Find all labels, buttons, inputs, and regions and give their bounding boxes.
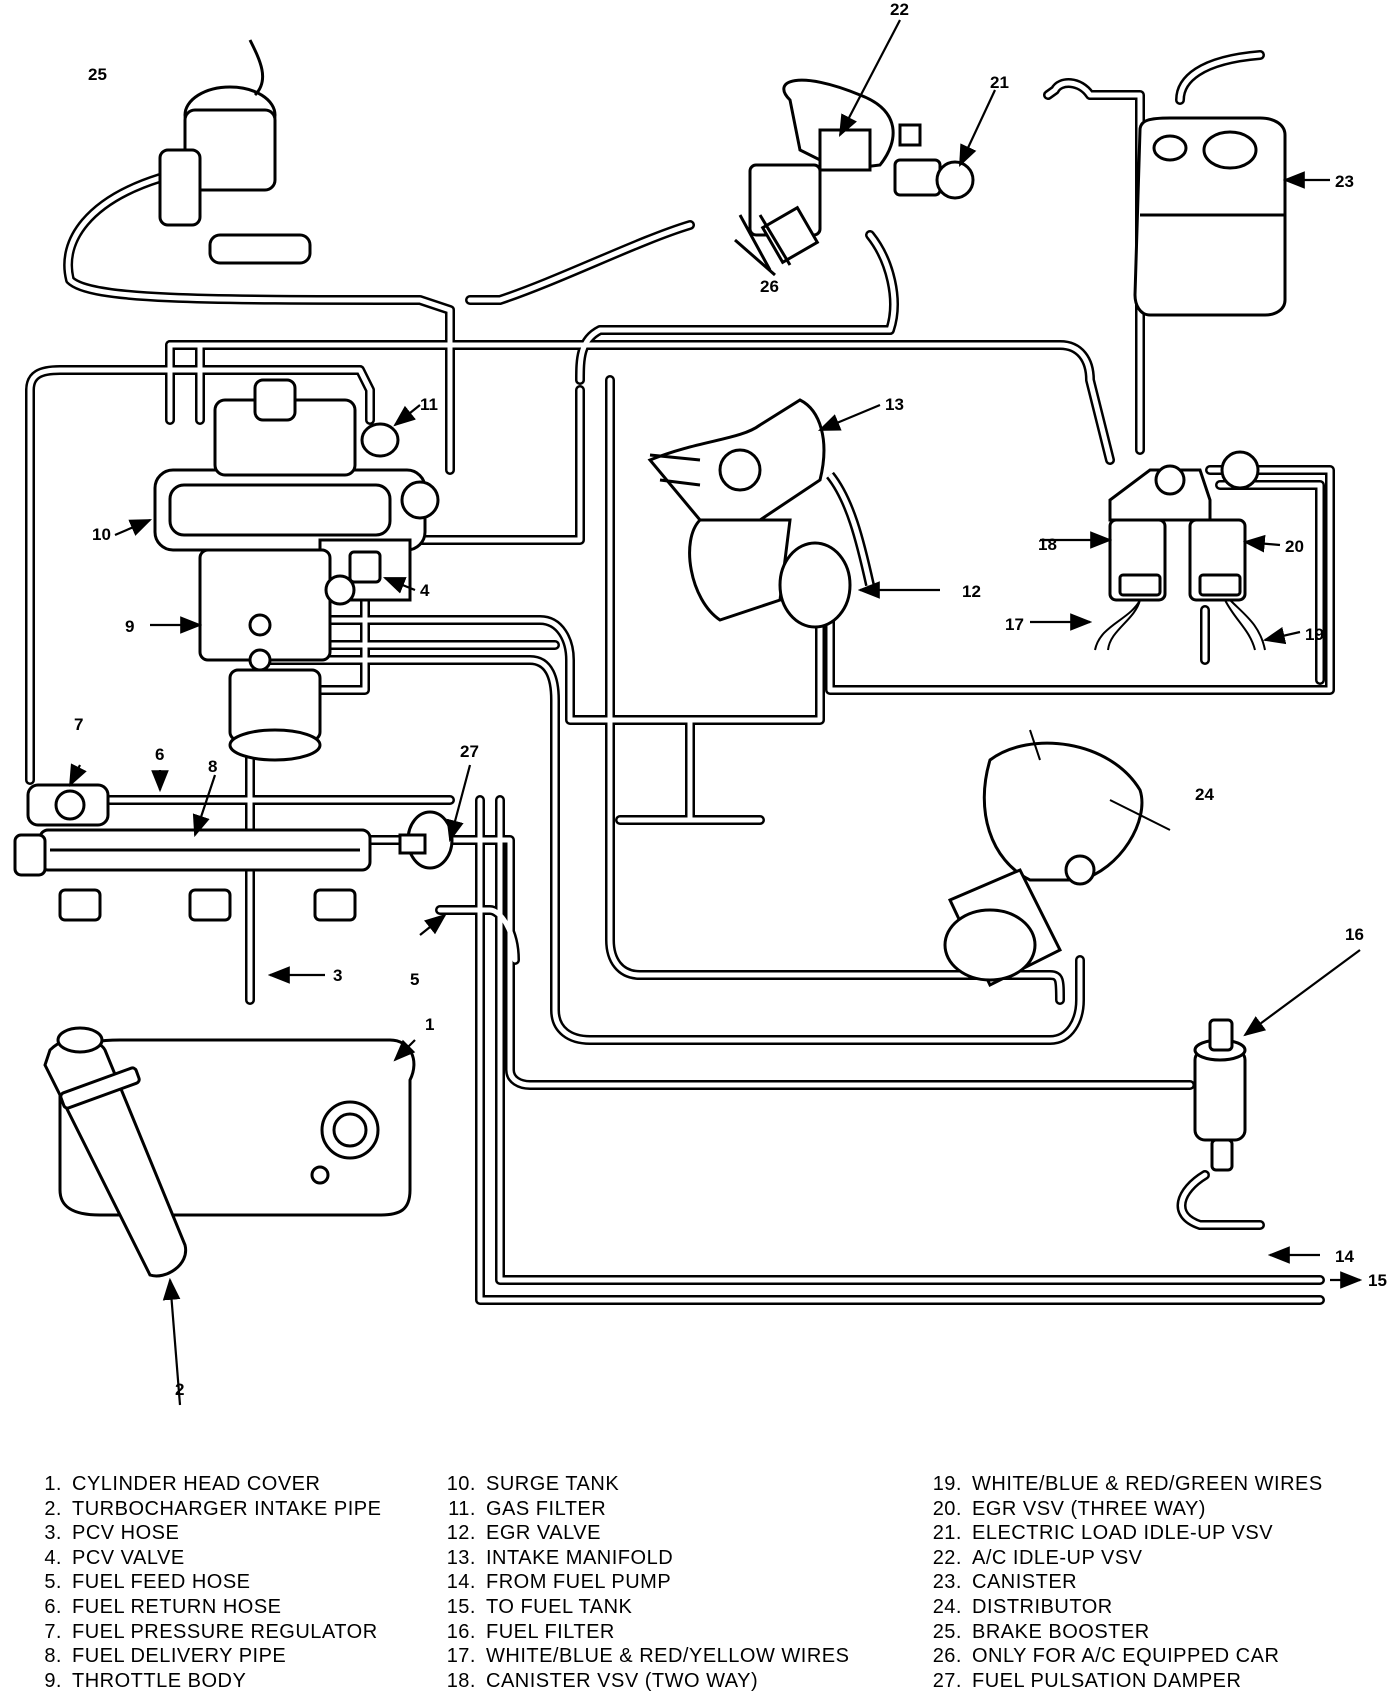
intake-manifold [647, 398, 826, 622]
callout-21: 21 [990, 73, 1009, 92]
legend-item: 26.ONLY FOR A/C EQUIPPED CAR [932, 1645, 1280, 1668]
callout-15: 15 [1368, 1271, 1387, 1290]
callout-18: 18 [1038, 535, 1057, 554]
callout-25: 25 [88, 65, 107, 84]
legend-column-2: 10.SURGE TANK 11.GAS FILTER 12.EGR VALVE… [436, 1472, 849, 1693]
callout-22: 22 [890, 0, 909, 19]
callout-26: 26 [760, 277, 779, 296]
gas-filter [360, 422, 400, 458]
callout-27: 27 [460, 742, 479, 761]
vacuum-hose-diagram: 1 2 3 4 5 6 7 8 9 10 11 12 13 14 15 16 1… [13, 0, 1387, 1406]
callout-2: 2 [175, 1380, 184, 1399]
fuel-pulsation-damper [398, 810, 454, 870]
legend-item: 5.FUEL FEED HOSE [44, 1571, 251, 1594]
callout-24: 24 [1195, 785, 1214, 804]
legend-item: 17.WHITE/BLUE & RED/YELLOW WIRES [446, 1645, 850, 1668]
legend-item: 2.TURBOCHARGER INTAKE PIPE [44, 1497, 382, 1520]
legend-item: 11.GAS FILTER [448, 1497, 607, 1520]
egr-valve [778, 471, 875, 629]
callout-4: 4 [420, 581, 430, 600]
fuel-pressure-regulator [26, 783, 110, 827]
canister-vsv [1094, 518, 1167, 651]
legend-item: 16.FUEL FILTER [446, 1620, 615, 1643]
legend-item: 23.CANISTER [932, 1571, 1078, 1594]
legend-item: 21.ELECTRIC LOAD IDLE-UP VSV [932, 1522, 1274, 1545]
legend-item: 3.PCV HOSE [44, 1522, 180, 1545]
callout-23: 23 [1335, 172, 1354, 191]
callout-7: 7 [74, 715, 83, 734]
egr-vsv [1188, 518, 1266, 651]
pcv-valve [348, 550, 382, 584]
legend-item: 27.FUEL PULSATION DAMPER [932, 1669, 1242, 1692]
vsv-bracket [1108, 450, 1260, 522]
legend-item: 8.FUEL DELIVERY PIPE [44, 1645, 287, 1668]
fuel-injectors [58, 888, 357, 922]
legend-column-3: 19.WHITE/BLUE & RED/GREEN WIRES 20.EGR V… [922, 1472, 1323, 1693]
callout-labels: 1 2 3 4 5 6 7 8 9 10 11 12 13 14 15 16 1… [74, 0, 1387, 1399]
callout-8: 8 [208, 757, 217, 776]
legend-item: 4.PCV VALVE [44, 1546, 185, 1569]
legend-item: 24.DISTRIBUTOR [932, 1595, 1113, 1618]
electric-load-idle-up-vsv [893, 123, 975, 200]
legend-item: 10.SURGE TANK [446, 1473, 620, 1495]
callout-13: 13 [885, 395, 904, 414]
legend-item: 13.INTAKE MANIFOLD [446, 1546, 674, 1569]
callout-10: 10 [92, 525, 111, 544]
legend-item: 19.WHITE/BLUE & RED/GREEN WIRES [932, 1473, 1323, 1495]
legend-item: 15.TO FUEL TANK [446, 1595, 633, 1618]
callout-leaders [69, 19, 1363, 1406]
ac-idle-up-vsv [748, 78, 895, 265]
legend-item: 12.EGR VALVE [446, 1522, 601, 1545]
throttle-body [198, 548, 356, 762]
callout-3: 3 [333, 966, 342, 985]
legend-item: 6.FUEL RETURN HOSE [44, 1595, 282, 1618]
callout-17: 17 [1005, 615, 1024, 634]
only-ac-equipped-bracket [734, 214, 792, 277]
fuel-delivery-pipe [13, 828, 372, 877]
callout-16: 16 [1345, 925, 1364, 944]
legend-item: 18.CANISTER VSV (TWO WAY) [446, 1669, 759, 1692]
legend-item: 7.FUEL PRESSURE REGULATOR [44, 1620, 378, 1643]
callout-5: 5 [410, 970, 419, 989]
legend-column-1: 1.CYLINDER HEAD COVER 2.TURBOCHARGER INT… [22, 1472, 381, 1693]
callout-1: 1 [425, 1015, 434, 1034]
legend-item: 9.THROTTLE BODY [44, 1669, 247, 1692]
legend-item: 1.CYLINDER HEAD COVER [44, 1473, 321, 1495]
legend-item: 20.EGR VSV (THREE WAY) [932, 1497, 1206, 1520]
callout-6: 6 [155, 745, 164, 764]
callout-12: 12 [962, 582, 981, 601]
callout-11: 11 [420, 395, 438, 414]
canister [1133, 116, 1287, 317]
brake-booster [158, 39, 312, 265]
turbocharger-intake-pipe [43, 1026, 188, 1278]
legend-item: 22.A/C IDLE-UP VSV [932, 1546, 1143, 1569]
legend-item: 25.BRAKE BOOSTER [932, 1620, 1150, 1643]
callout-20: 20 [1285, 537, 1304, 556]
callout-14: 14 [1335, 1247, 1354, 1266]
callout-19: 19 [1305, 625, 1324, 644]
fuel-filter [1193, 1018, 1247, 1172]
distributor [943, 729, 1171, 988]
legend-item: 14.FROM FUEL PUMP [446, 1571, 672, 1594]
callout-9: 9 [125, 617, 134, 636]
